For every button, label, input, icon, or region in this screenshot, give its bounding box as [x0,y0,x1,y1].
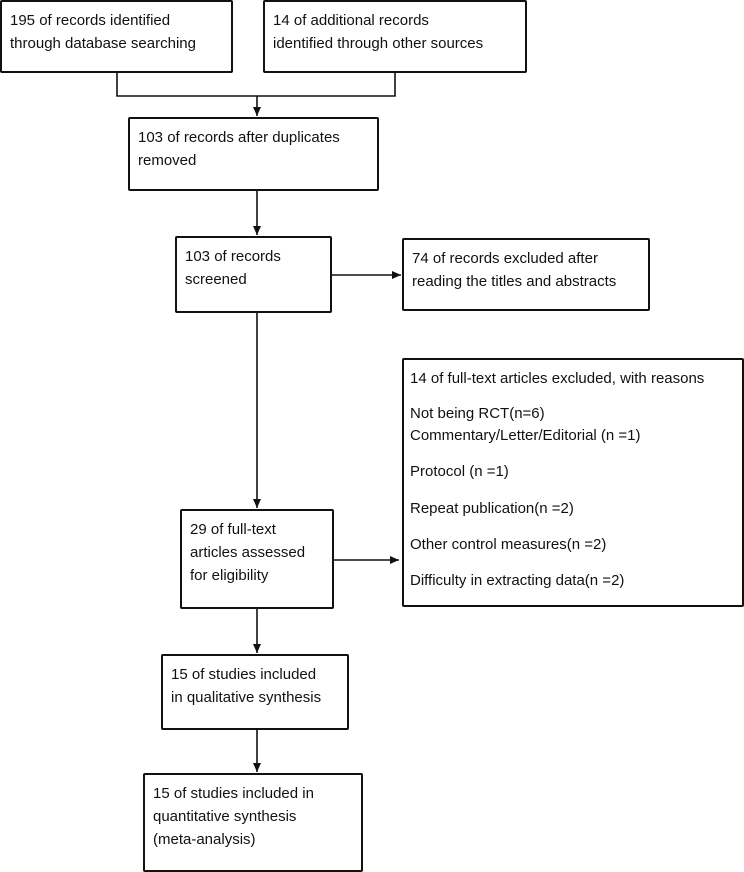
exclusion-reason: Difficulty in extracting data(n =2) [410,572,625,589]
exclusion-reason: Not being RCT(n=6) [410,405,545,422]
box-line: screened [185,271,247,288]
exclusion-reason: Repeat publication(n =2) [410,500,574,517]
box-line: 15 of studies included in [153,785,314,802]
box-line: 14 of additional records [273,12,429,29]
exclusion-reason: Protocol (n =1) [410,463,509,480]
box-line: removed [138,152,197,169]
box-line: 74 of records excluded after [412,250,598,267]
box-line: through database searching [10,35,196,52]
box-line: (meta-analysis) [153,831,256,848]
box-line: for eligibility [190,567,269,584]
excluded-titles-box: 74 of records excluded after reading the… [402,238,650,311]
screened-box: 103 of records screened [175,236,332,313]
box-line: 103 of records [185,248,281,265]
database-search-box: 195 of records identified through databa… [0,0,233,73]
box-line: quantitative synthesis [153,808,297,825]
box-line: 195 of records identified [10,12,171,29]
box-line: articles assessed [190,544,306,561]
exclusion-heading: 14 of full-text articles excluded, with … [410,370,705,387]
box-line: 29 of full-text [190,521,276,538]
box-line: identified through other sources [273,35,484,52]
exclusion-reasons-box: 14 of full-text articles excluded, with … [402,358,744,607]
after-duplicates-box: 103 of records after duplicates removed [128,117,379,191]
other-sources-box: 14 of additional records identified thro… [263,0,527,73]
full-text-assessed-box: 29 of full-text articles assessed for el… [180,509,334,609]
qualitative-synthesis-box: 15 of studies included in qualitative sy… [161,654,349,730]
quantitative-synthesis-box: 15 of studies included in quantitative s… [143,773,363,872]
box-line: 103 of records after duplicates [138,129,340,146]
box-line: reading the titles and abstracts [412,273,617,290]
box-line: in qualitative synthesis [171,689,322,706]
exclusion-reason: Commentary/Letter/Editorial (n =1) [410,427,641,444]
merge-connector [116,72,396,97]
exclusion-reason: Other control measures(n =2) [410,536,607,553]
box-line: 15 of studies included [171,666,317,683]
